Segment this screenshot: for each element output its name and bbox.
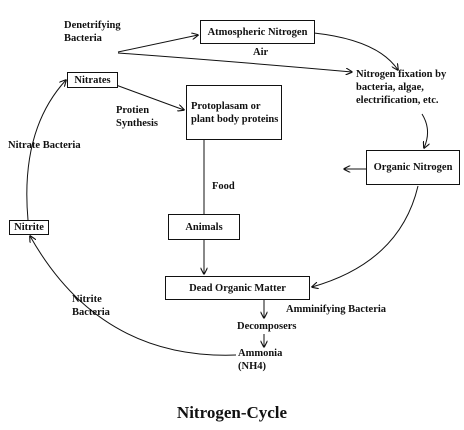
atmospheric-nitrogen-box: Atmospheric Nitrogen (200, 20, 315, 44)
nitrite-box: Nitrite (9, 220, 49, 235)
organic-nitrogen-label: Organic Nitrogen (373, 162, 453, 173)
atmospheric-nitrogen-label: Atmospheric Nitrogen (207, 26, 308, 38)
nitrates-label: Nitrates (74, 74, 111, 86)
nitrogen-fixation-label: Nitrogen fixation by bacteria, algae, el… (356, 68, 446, 107)
dead-organic-matter-label: Dead Organic Matter (189, 282, 286, 294)
fixation-label-line3: electrification, etc. (356, 95, 439, 106)
arrow-nitrite-to-nitrates (26, 80, 66, 221)
fixation-label-line1: Nitrogen fixation by (356, 69, 447, 80)
arrow-nitrates-to-protoplasm (115, 84, 184, 110)
protoplasm-box: Protoplasam or plant body proteins (186, 85, 282, 140)
animals-box: Animals (168, 214, 240, 240)
arrow-nitrates-to-atmospheric (117, 35, 198, 53)
fixation-label-line2: bacteria, algae, (356, 82, 424, 93)
food-label: Food (212, 181, 235, 192)
denitrifying-label-line2: Bacteria (64, 33, 102, 44)
arrow-ammonia-to-nitrite (30, 236, 237, 356)
air-label: Air (253, 47, 269, 58)
diagram-title: Nitrogen-Cycle (176, 403, 288, 422)
nitrate-bacteria-label: Nitrate Bacteria (8, 140, 81, 151)
organic-nitrogen-box: Organic Nitrogen (366, 150, 460, 185)
protoplasm-label-line2: plant body proteins (191, 113, 279, 125)
protoplasm-label-line1: Protoplasam or (191, 100, 261, 112)
nitrite-label: Nitrite (14, 222, 44, 233)
animals-label: Animals (185, 221, 223, 233)
denitrifying-bacteria-label: Denetrifying Bacteria (64, 19, 121, 45)
protoplasm-label: Protoplasam or plant body proteins (191, 100, 278, 126)
arrow-organic-to-dead (312, 185, 419, 287)
denitrifying-label-line1: Denetrifying (64, 20, 121, 31)
ammonia-line1: Ammonia (238, 348, 283, 359)
protein-synthesis-line1: Protien (116, 105, 150, 116)
protein-synthesis-line2: Synthesis (116, 118, 159, 129)
dead-organic-matter-box: Dead Organic Matter (165, 276, 310, 300)
ammonia-line2: (NH4) (238, 361, 266, 372)
ammonia-label: Ammonia (NH4) (238, 347, 282, 373)
protein-synthesis-label: Protien Synthesis (116, 104, 158, 130)
nitrite-bacteria-line2: Bacteria (72, 307, 110, 318)
nitrite-bacteria-label: Nitrite Bacteria (72, 293, 110, 319)
arrow-fixation-to-organic (421, 113, 428, 148)
amminifying-bacteria-label: Amminifying Bacteria (286, 304, 387, 315)
arrow-nitrates-to-fixation (117, 52, 352, 72)
nitrates-box: Nitrates (67, 72, 118, 88)
nitrite-bacteria-line1: Nitrite (72, 294, 102, 305)
decomposers-label: Decomposers (237, 321, 297, 332)
arrow-atmospheric-to-fixation (313, 32, 398, 70)
